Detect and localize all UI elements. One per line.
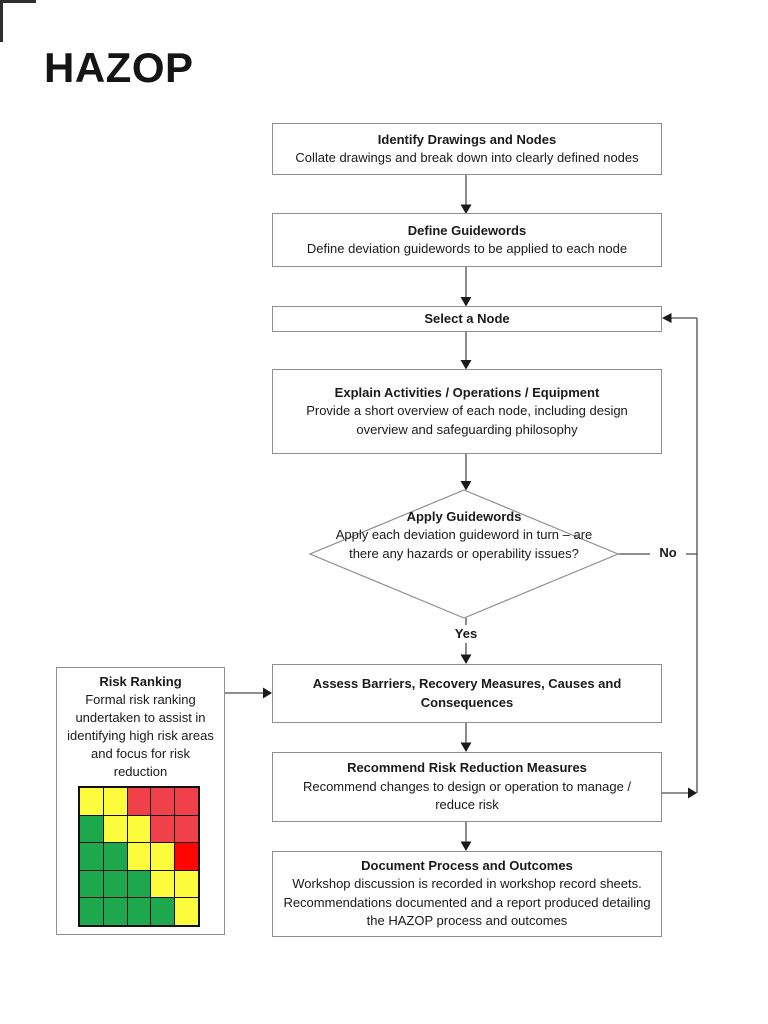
risk-cell-yellow — [175, 898, 198, 925]
risk-cell-yellow — [151, 870, 175, 898]
flow-box-body: Provide a short overview of each node, i… — [306, 403, 628, 437]
risk-cell-yellow — [127, 843, 151, 870]
edge-artifact-left — [0, 0, 3, 42]
flow-box-heading: Recommend Risk Reduction Measures — [347, 760, 587, 776]
risk-cell-green — [151, 898, 175, 925]
risk-cell-red — [175, 788, 198, 815]
flow-box-body: Recommend changes to design or operation… — [302, 778, 632, 813]
risk-cell-green — [127, 870, 151, 898]
risk-cell-green — [80, 898, 103, 925]
flow-box-body: Workshop discussion is recorded in works… — [283, 876, 651, 929]
risk-panel-heading: Risk Ranking — [99, 674, 182, 689]
risk-cell-green — [103, 870, 127, 898]
risk-cell-red — [127, 788, 151, 815]
risk-cell-green — [80, 870, 103, 898]
flow-box-document: Document Process and Outcomes Workshop d… — [272, 851, 662, 937]
flow-box-heading: Select a Node — [424, 310, 510, 326]
risk-cell-green — [103, 898, 127, 925]
risk-cell-yellow — [103, 788, 127, 815]
risk-cell-yellow — [103, 815, 127, 843]
risk-cell-red — [175, 815, 198, 843]
flow-box-recommend: Recommend Risk Reduction Measures Recomm… — [272, 752, 662, 822]
flow-box-define: Define Guidewords Define deviation guide… — [272, 213, 662, 267]
flow-box-assess: Assess Barriers, Recovery Measures, Caus… — [272, 664, 662, 723]
risk-panel-body: Formal risk ranking undertaken to assist… — [67, 691, 214, 780]
decision-heading: Apply Guidewords — [406, 509, 522, 524]
risk-cell-green — [127, 898, 151, 925]
flow-box-body: Collate drawings and break down into cle… — [295, 149, 639, 165]
risk-cell-yellow — [80, 788, 103, 815]
risk-cell-bright_red — [175, 843, 198, 870]
risk-ranking-panel: Risk Ranking Formal risk ranking underta… — [56, 667, 225, 935]
flow-box-heading: Define Guidewords — [407, 222, 527, 238]
risk-cell-red — [151, 815, 175, 843]
no-branch-label: No — [650, 544, 686, 562]
risk-cell-green — [80, 815, 103, 843]
flow-box-body: Define deviation guidewords to be applie… — [306, 240, 628, 256]
decision-diamond — [308, 489, 620, 619]
decision-text: Apply Guidewords Apply each deviation gu… — [330, 508, 598, 563]
risk-cell-yellow — [127, 815, 151, 843]
yes-branch-label: Yes — [446, 625, 486, 643]
page-title: HAZOP — [44, 44, 194, 91]
risk-cell-yellow — [151, 843, 175, 870]
decision-body: Apply each deviation guideword in turn –… — [335, 527, 593, 561]
risk-cell-green — [80, 843, 103, 870]
flow-box-explain: Explain Activities / Operations / Equipm… — [272, 369, 662, 454]
edge-artifact-top — [0, 0, 36, 3]
flow-box-heading: Identify Drawings and Nodes — [377, 131, 557, 147]
risk-matrix — [78, 786, 200, 927]
risk-cell-green — [103, 843, 127, 870]
risk-cell-yellow — [175, 870, 198, 898]
flow-box-heading: Explain Activities / Operations / Equipm… — [334, 384, 600, 400]
risk-cell-red — [151, 788, 175, 815]
flow-box-identify: Identify Drawings and Nodes Collate draw… — [272, 123, 662, 175]
flow-box-heading: Assess Barriers, Recovery Measures, Caus… — [312, 676, 622, 710]
flow-box-select: Select a Node — [272, 306, 662, 332]
flow-box-heading: Document Process and Outcomes — [361, 858, 573, 874]
